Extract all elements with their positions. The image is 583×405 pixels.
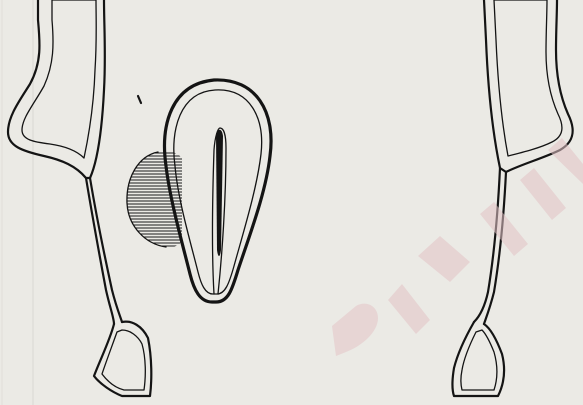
shaded-lump (120, 150, 186, 249)
watermark-lettering (332, 138, 583, 356)
small-mark (138, 96, 141, 103)
paper-texture (2, 0, 33, 405)
right-stem (474, 168, 500, 322)
right-lower-hatched-block (461, 330, 497, 390)
right-upper-hatched-block (494, 0, 562, 156)
left-stem (86, 178, 114, 324)
central-oval (165, 80, 271, 302)
cleft-dark-core (216, 130, 223, 256)
